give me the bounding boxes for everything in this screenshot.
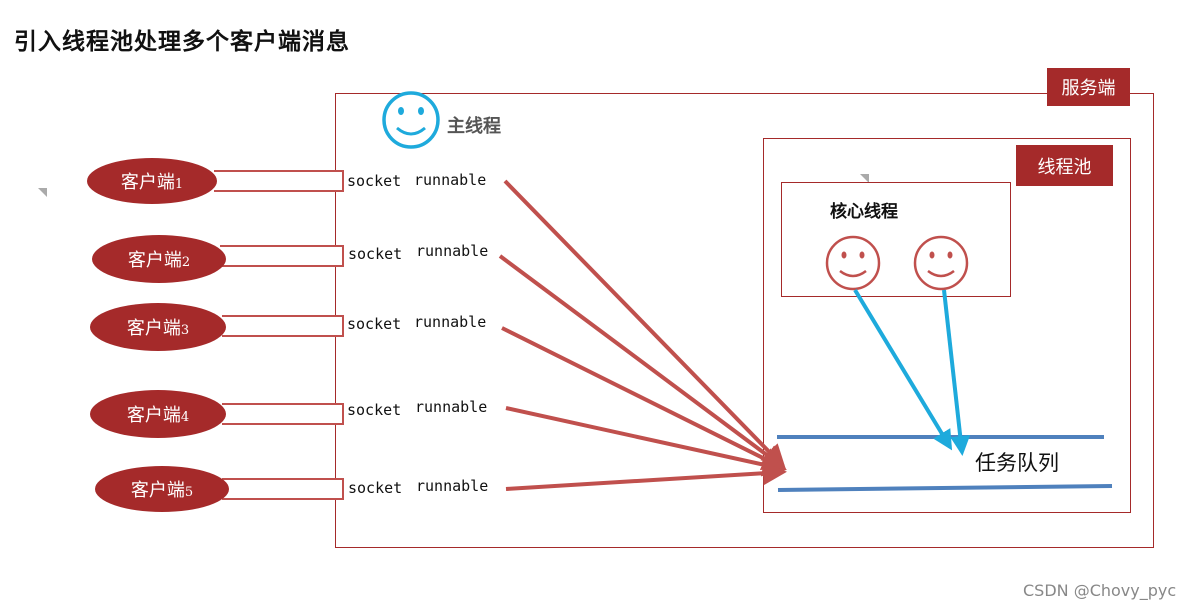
- runnable-arrow: [503, 179, 786, 469]
- runnable-label: runnable: [415, 398, 488, 416]
- client-connector: [220, 245, 344, 267]
- core-thread-arrow: [942, 289, 971, 456]
- runnable-arrow: [501, 326, 787, 470]
- client-label: 客户端: [120, 172, 175, 193]
- client-number: 1: [174, 176, 184, 192]
- runnable-label: runnable: [414, 171, 487, 189]
- watermark: CSDN @Chovy_pyc: [1023, 581, 1177, 600]
- task-queue-label: 任务队列: [975, 451, 1059, 475]
- thread-pool-label: 线程池: [1016, 145, 1113, 186]
- client-label: 客户端: [130, 480, 185, 501]
- client-number: 4: [180, 409, 190, 425]
- socket-label: socket: [348, 245, 403, 263]
- thread-pool-box: [763, 138, 1131, 513]
- core-thread-box: [781, 182, 1011, 297]
- server-label: 服务端: [1047, 68, 1130, 106]
- page-title: 引入线程池处理多个客户端消息: [14, 29, 350, 55]
- runnable-label: runnable: [416, 242, 489, 260]
- corner-mark: [860, 174, 869, 183]
- client-number: 2: [181, 254, 191, 270]
- client-label: 客户端: [126, 318, 181, 339]
- socket-label: socket: [348, 479, 403, 497]
- core-thread-arrow: [853, 288, 953, 451]
- client-label: 客户端: [127, 250, 182, 271]
- socket-label: socket: [347, 172, 402, 190]
- runnable-label: runnable: [414, 313, 487, 331]
- main-thread-label: 主线程: [447, 116, 501, 137]
- client-number: 3: [180, 322, 190, 338]
- core-thread-smiley-icon: [825, 235, 881, 291]
- socket-label: socket: [347, 315, 402, 333]
- main-thread-smiley-icon: [382, 91, 440, 149]
- task-queue-bottom-line: [777, 484, 1113, 492]
- client-connector: [222, 478, 344, 500]
- runnable-arrow: [498, 254, 787, 470]
- core-thread-label: 核心线程: [830, 202, 898, 222]
- corner-mark: [38, 188, 47, 197]
- runnable-arrow: [505, 461, 787, 491]
- client-number: 5: [184, 484, 194, 500]
- socket-label: socket: [347, 401, 402, 419]
- client-connector: [222, 315, 344, 337]
- client-label: 客户端: [126, 405, 181, 426]
- client-connector: [222, 403, 344, 425]
- runnable-arrow: [505, 406, 787, 477]
- client-connector: [214, 170, 344, 192]
- runnable-label: runnable: [416, 477, 489, 495]
- core-thread-smiley-icon: [913, 235, 969, 291]
